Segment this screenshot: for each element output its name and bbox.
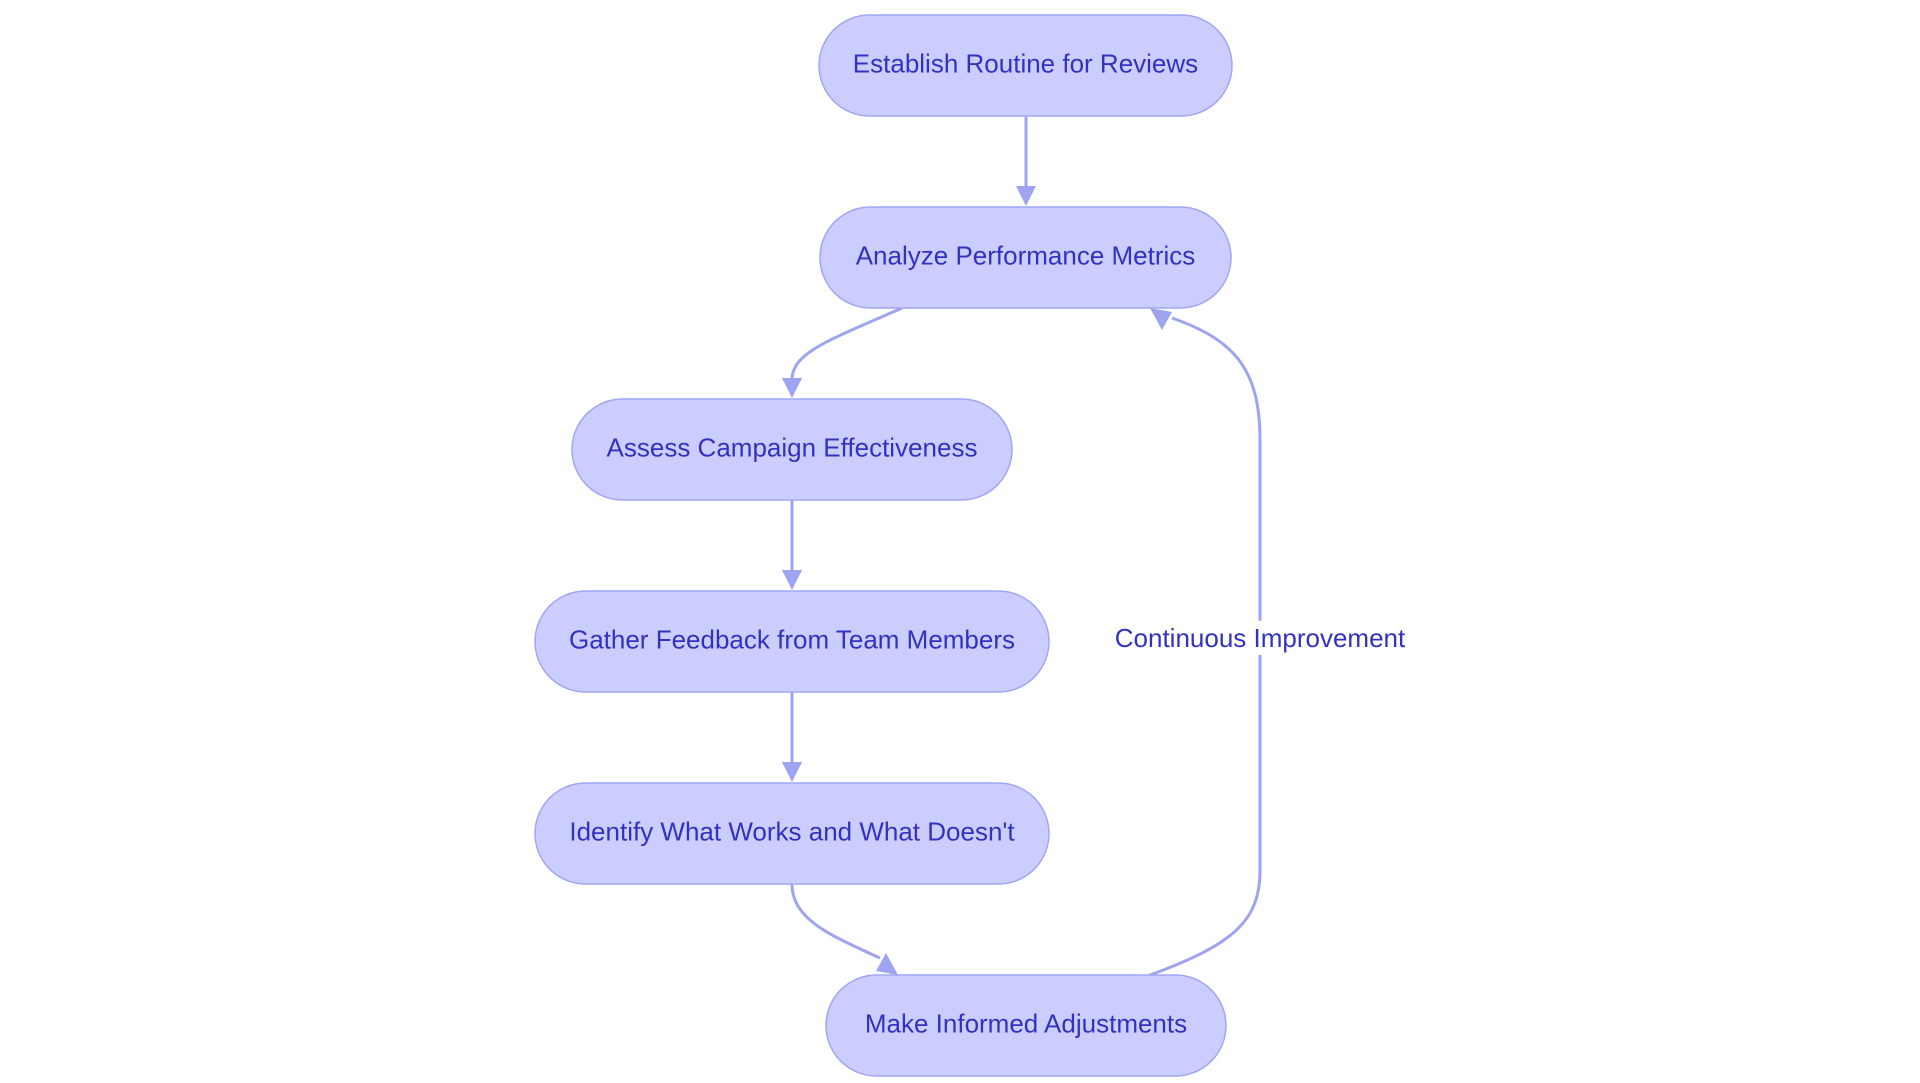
- edge-line: [790, 306, 903, 381]
- edge-line: [1149, 316, 1262, 977]
- edge-n2-n3-arrowhead: [782, 378, 802, 398]
- edge-n6-n2-arrowhead: [1150, 308, 1172, 330]
- node-shape: [571, 398, 1013, 501]
- edge-n4-n5: [782, 692, 802, 782]
- flow-node-n3: Assess Campaign Effectiveness: [571, 398, 1013, 501]
- edge-n3-n4-arrowhead: [782, 570, 802, 590]
- edges-layer: Continuous Improvement: [782, 116, 1411, 977]
- flow-node-n2: Analyze Performance Metrics: [819, 206, 1232, 309]
- flow-node-n5: Identify What Works and What Doesn't: [534, 782, 1050, 885]
- node-shape: [825, 974, 1227, 1077]
- edge-line: [790, 883, 881, 960]
- flow-node-n4: Gather Feedback from Team Members: [534, 590, 1050, 693]
- edge-n2-n3: [782, 306, 903, 398]
- node-shape: [534, 782, 1050, 885]
- node-shape: [534, 590, 1050, 693]
- edge-n4-n5-arrowhead: [782, 762, 802, 782]
- node-label: Identify What Works and What Doesn't: [569, 816, 1015, 846]
- node-label: Gather Feedback from Team Members: [569, 624, 1015, 654]
- flow-node-n6: Make Informed Adjustments: [825, 974, 1227, 1077]
- edge-n5-n6: [790, 883, 898, 975]
- node-label: Make Informed Adjustments: [865, 1008, 1187, 1038]
- edge-n6-n2: Continuous Improvement: [1110, 308, 1411, 977]
- edge-n1-n2: [1016, 116, 1036, 206]
- edge-n3-n4: [782, 500, 802, 590]
- edge-n5-n6-arrowhead: [876, 953, 898, 975]
- node-label: Establish Routine for Reviews: [853, 48, 1198, 78]
- node-shape: [818, 14, 1233, 117]
- flow-node-n1: Establish Routine for Reviews: [818, 14, 1233, 117]
- edge-label-background: [1110, 620, 1411, 655]
- edge-label: Continuous Improvement: [1115, 623, 1406, 653]
- node-label: Analyze Performance Metrics: [856, 240, 1196, 270]
- edge-n1-n2-arrowhead: [1016, 186, 1036, 206]
- node-shape: [819, 206, 1232, 309]
- node-label: Assess Campaign Effectiveness: [607, 432, 978, 462]
